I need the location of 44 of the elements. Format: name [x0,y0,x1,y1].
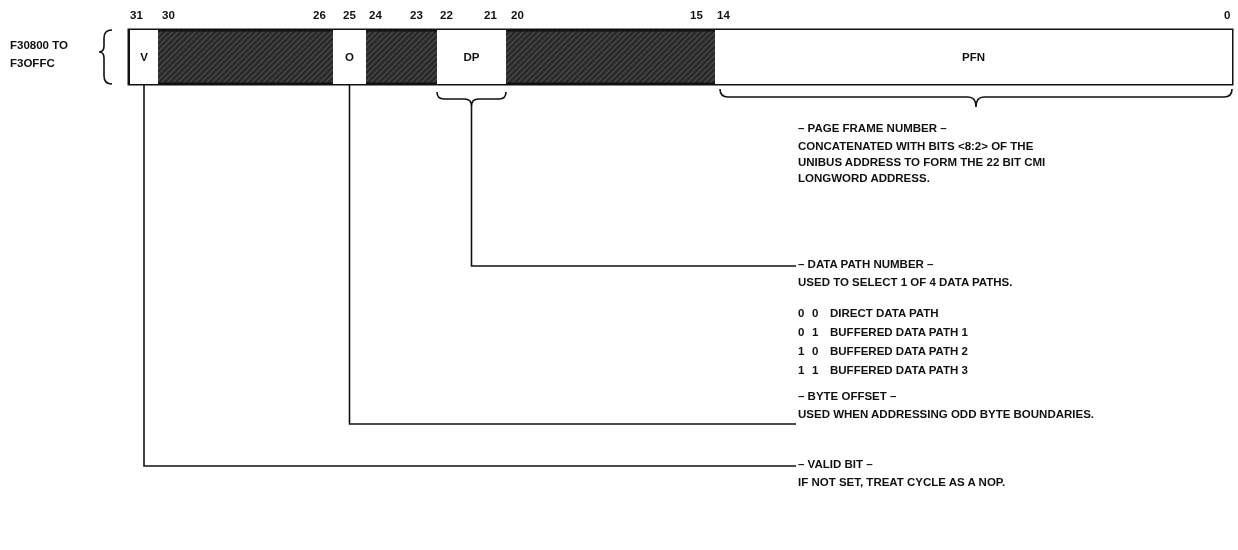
field-title: – PAGE FRAME NUMBER – [798,121,948,136]
table-cell: 0 [798,325,805,339]
table-cell: 0 [812,306,819,320]
leader-line [143,83,797,467]
bit-number: 31 [130,8,143,22]
field-description: IF NOT SET, TREAT CYCLE AS A NOP. [798,475,1007,490]
bit-number: 14 [717,8,730,22]
leader-line [348,83,797,425]
table-cell: BUFFERED DATA PATH 1 [830,325,968,339]
bit-number: 26 [313,8,326,22]
table-cell: BUFFERED DATA PATH 2 [830,344,968,358]
bit-number: 20 [511,8,524,22]
bit-field [130,30,158,84]
field-description: USED WHEN ADDRESSING ODD BYTE BOUNDARIES. [798,407,1096,422]
bit-number: 23 [410,8,423,22]
bit-number: 15 [690,8,703,22]
bit-number: 22 [440,8,453,22]
table-cell: 1 [798,344,805,358]
table-cell: BUFFERED DATA PATH 3 [830,363,968,377]
field-description: USED TO SELECT 1 OF 4 DATA PATHS. [798,275,1014,290]
field-name: O [345,51,354,63]
field-description: CONCATENATED WITH BITS <8:2> OF THE UNIBUS ADDRESS TO FORM THE 22 BIT CMI LONGWORD ADDRESS. [798,139,1047,186]
bit-number: 24 [369,8,382,22]
table-cell: 0 [798,306,805,320]
field-name: PFN [962,51,985,63]
field-name: DP [463,51,480,63]
table-cell: DIRECT DATA PATH [830,306,939,320]
table-cell: 1 [798,363,805,377]
field-name: V [140,51,148,63]
address-label: F30800 TO F3OFFC [10,38,69,71]
table-cell: 0 [812,344,819,358]
table-cell: 1 [812,363,819,377]
field-title: – DATA PATH NUMBER – [798,257,935,272]
field-title: – BYTE OFFSET – [798,389,898,404]
field-title: – VALID BIT – [798,457,874,472]
bit-field [437,30,506,84]
bit-number: 0 [1224,8,1231,22]
leader-line [470,105,797,267]
bit-number: 30 [162,8,175,22]
bit-number: 21 [484,8,497,22]
table-cell: 1 [812,325,819,339]
bit-field [715,30,1232,84]
bit-number: 25 [343,8,356,22]
bit-field [333,30,366,84]
